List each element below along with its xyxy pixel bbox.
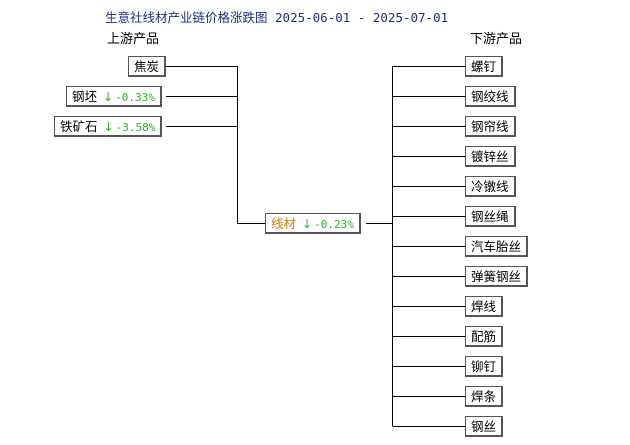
- upstream-item-name: 铁矿石: [60, 119, 98, 134]
- downstream-item[interactable]: 钢丝绳: [465, 206, 516, 227]
- downstream-item-name: 镀锌丝: [471, 149, 509, 164]
- downstream-item[interactable]: 焊线: [465, 296, 504, 317]
- downstream-item-name: 弹簧钢丝: [471, 269, 522, 284]
- downstream-item[interactable]: 汽车胎丝: [465, 236, 529, 257]
- downstream-item[interactable]: 弹簧钢丝: [465, 266, 529, 287]
- downstream-item-name: 钢绞线: [471, 89, 509, 104]
- downstream-item[interactable]: 镀锌丝: [465, 146, 516, 167]
- price-change: -0.23%: [314, 218, 354, 231]
- downstream-item[interactable]: 螺钉: [465, 56, 504, 77]
- downstream-item-name: 钢丝: [471, 419, 497, 434]
- downstream-item-name: 铆钉: [471, 359, 497, 374]
- down-arrow-icon: ↓: [103, 120, 114, 134]
- upstream-item-name: 焦炭: [134, 59, 160, 74]
- downstream-item-name: 配筋: [471, 329, 497, 344]
- price-change: -0.33%: [115, 91, 155, 104]
- downstream-item-name: 冷镦线: [471, 179, 509, 194]
- downstream-item[interactable]: 钢绞线: [465, 86, 516, 107]
- center-product-wire-rod[interactable]: 线材 ↓-0.23%: [265, 213, 361, 234]
- downstream-item-name: 焊条: [471, 389, 497, 404]
- chart-title: 生意社线材产业链价格涨跌图 2025-06-01 - 2025-07-01: [105, 10, 449, 25]
- downstream-item-name: 钢帘线: [471, 119, 509, 134]
- price-change: -3.58%: [115, 121, 156, 134]
- upstream-item-name: 钢坯: [72, 89, 98, 104]
- downstream-label: 下游产品: [470, 32, 523, 47]
- down-arrow-icon: ↓: [103, 90, 114, 104]
- downstream-item[interactable]: 焊条: [465, 386, 504, 407]
- center-product-name: 线材: [271, 216, 297, 231]
- upstream-label: 上游产品: [107, 32, 160, 47]
- upstream-item-billet[interactable]: 钢坯 ↓-0.33%: [66, 86, 162, 107]
- down-arrow-icon: ↓: [302, 217, 313, 231]
- downstream-item[interactable]: 配筋: [465, 326, 504, 347]
- downstream-item[interactable]: 钢丝: [465, 416, 504, 437]
- downstream-item[interactable]: 铆钉: [465, 356, 504, 377]
- downstream-item-name: 汽车胎丝: [471, 239, 522, 254]
- downstream-item[interactable]: 冷镦线: [465, 176, 516, 197]
- downstream-item-name: 钢丝绳: [471, 209, 509, 224]
- upstream-item-coke[interactable]: 焦炭: [128, 56, 167, 77]
- downstream-item[interactable]: 钢帘线: [465, 116, 516, 137]
- downstream-item-name: 焊线: [471, 299, 497, 314]
- downstream-item-name: 螺钉: [471, 59, 497, 74]
- upstream-item-iron-ore[interactable]: 铁矿石 ↓-3.58%: [54, 116, 163, 137]
